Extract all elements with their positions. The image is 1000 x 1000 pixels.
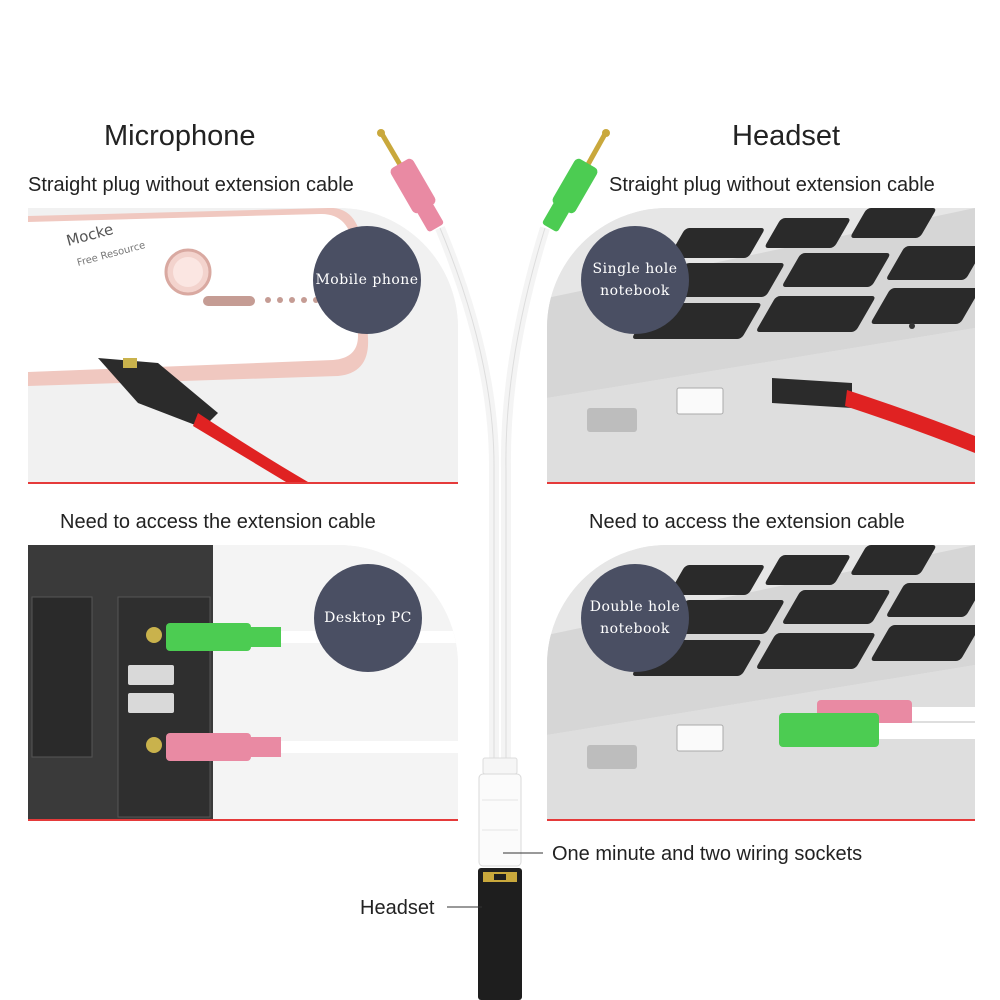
top-right-subheading: Straight plug without extension cable — [609, 174, 935, 196]
single-hole-notebook-badge: Single hole notebook — [581, 226, 689, 334]
sockets-callout: One minute and two wiring sockets — [552, 843, 863, 865]
black-headset-socket — [478, 868, 522, 1000]
pink-microphone-plug — [377, 129, 444, 232]
notebook-double-illustration — [547, 545, 975, 819]
desktop-pc-badge: Desktop PC — [314, 564, 422, 672]
microphone-heading: Microphone — [104, 120, 256, 152]
top-left-subheading: Straight plug without extension cable — [28, 174, 354, 196]
headset-heading: Headset — [732, 120, 841, 152]
double-hole-notebook-badge: Double hole notebook — [581, 564, 689, 672]
double-hole-notebook-panel: Double hole notebook — [547, 545, 975, 821]
mobile-phone-badge: Mobile phone — [313, 226, 421, 334]
double-hole-label-line1: Double hole — [589, 599, 681, 615]
single-hole-label-line1: Single hole — [592, 261, 678, 277]
single-hole-label-line2: notebook — [600, 283, 670, 299]
single-hole-notebook-panel: Single hole notebook — [547, 208, 975, 484]
double-hole-label-line2: notebook — [600, 621, 670, 637]
left-cable-branch — [435, 226, 500, 760]
notebook-illustration — [547, 208, 975, 482]
headset-callout: Headset — [360, 897, 435, 919]
green-headset-plug — [542, 129, 610, 232]
mobile-phone-label: Mobile phone — [315, 272, 419, 288]
white-socket-connector — [478, 757, 522, 867]
mobile-phone-panel: Mocke Free Resource Mobile phone — [28, 208, 458, 484]
bottom-left-subheading: Need to access the extension cable — [60, 511, 376, 533]
desktop-pc-panel: Desktop PC — [28, 545, 458, 821]
desktop-pc-label: Desktop PC — [324, 610, 412, 626]
bottom-right-subheading: Need to access the extension cable — [589, 511, 905, 533]
right-cable-branch — [500, 226, 550, 760]
